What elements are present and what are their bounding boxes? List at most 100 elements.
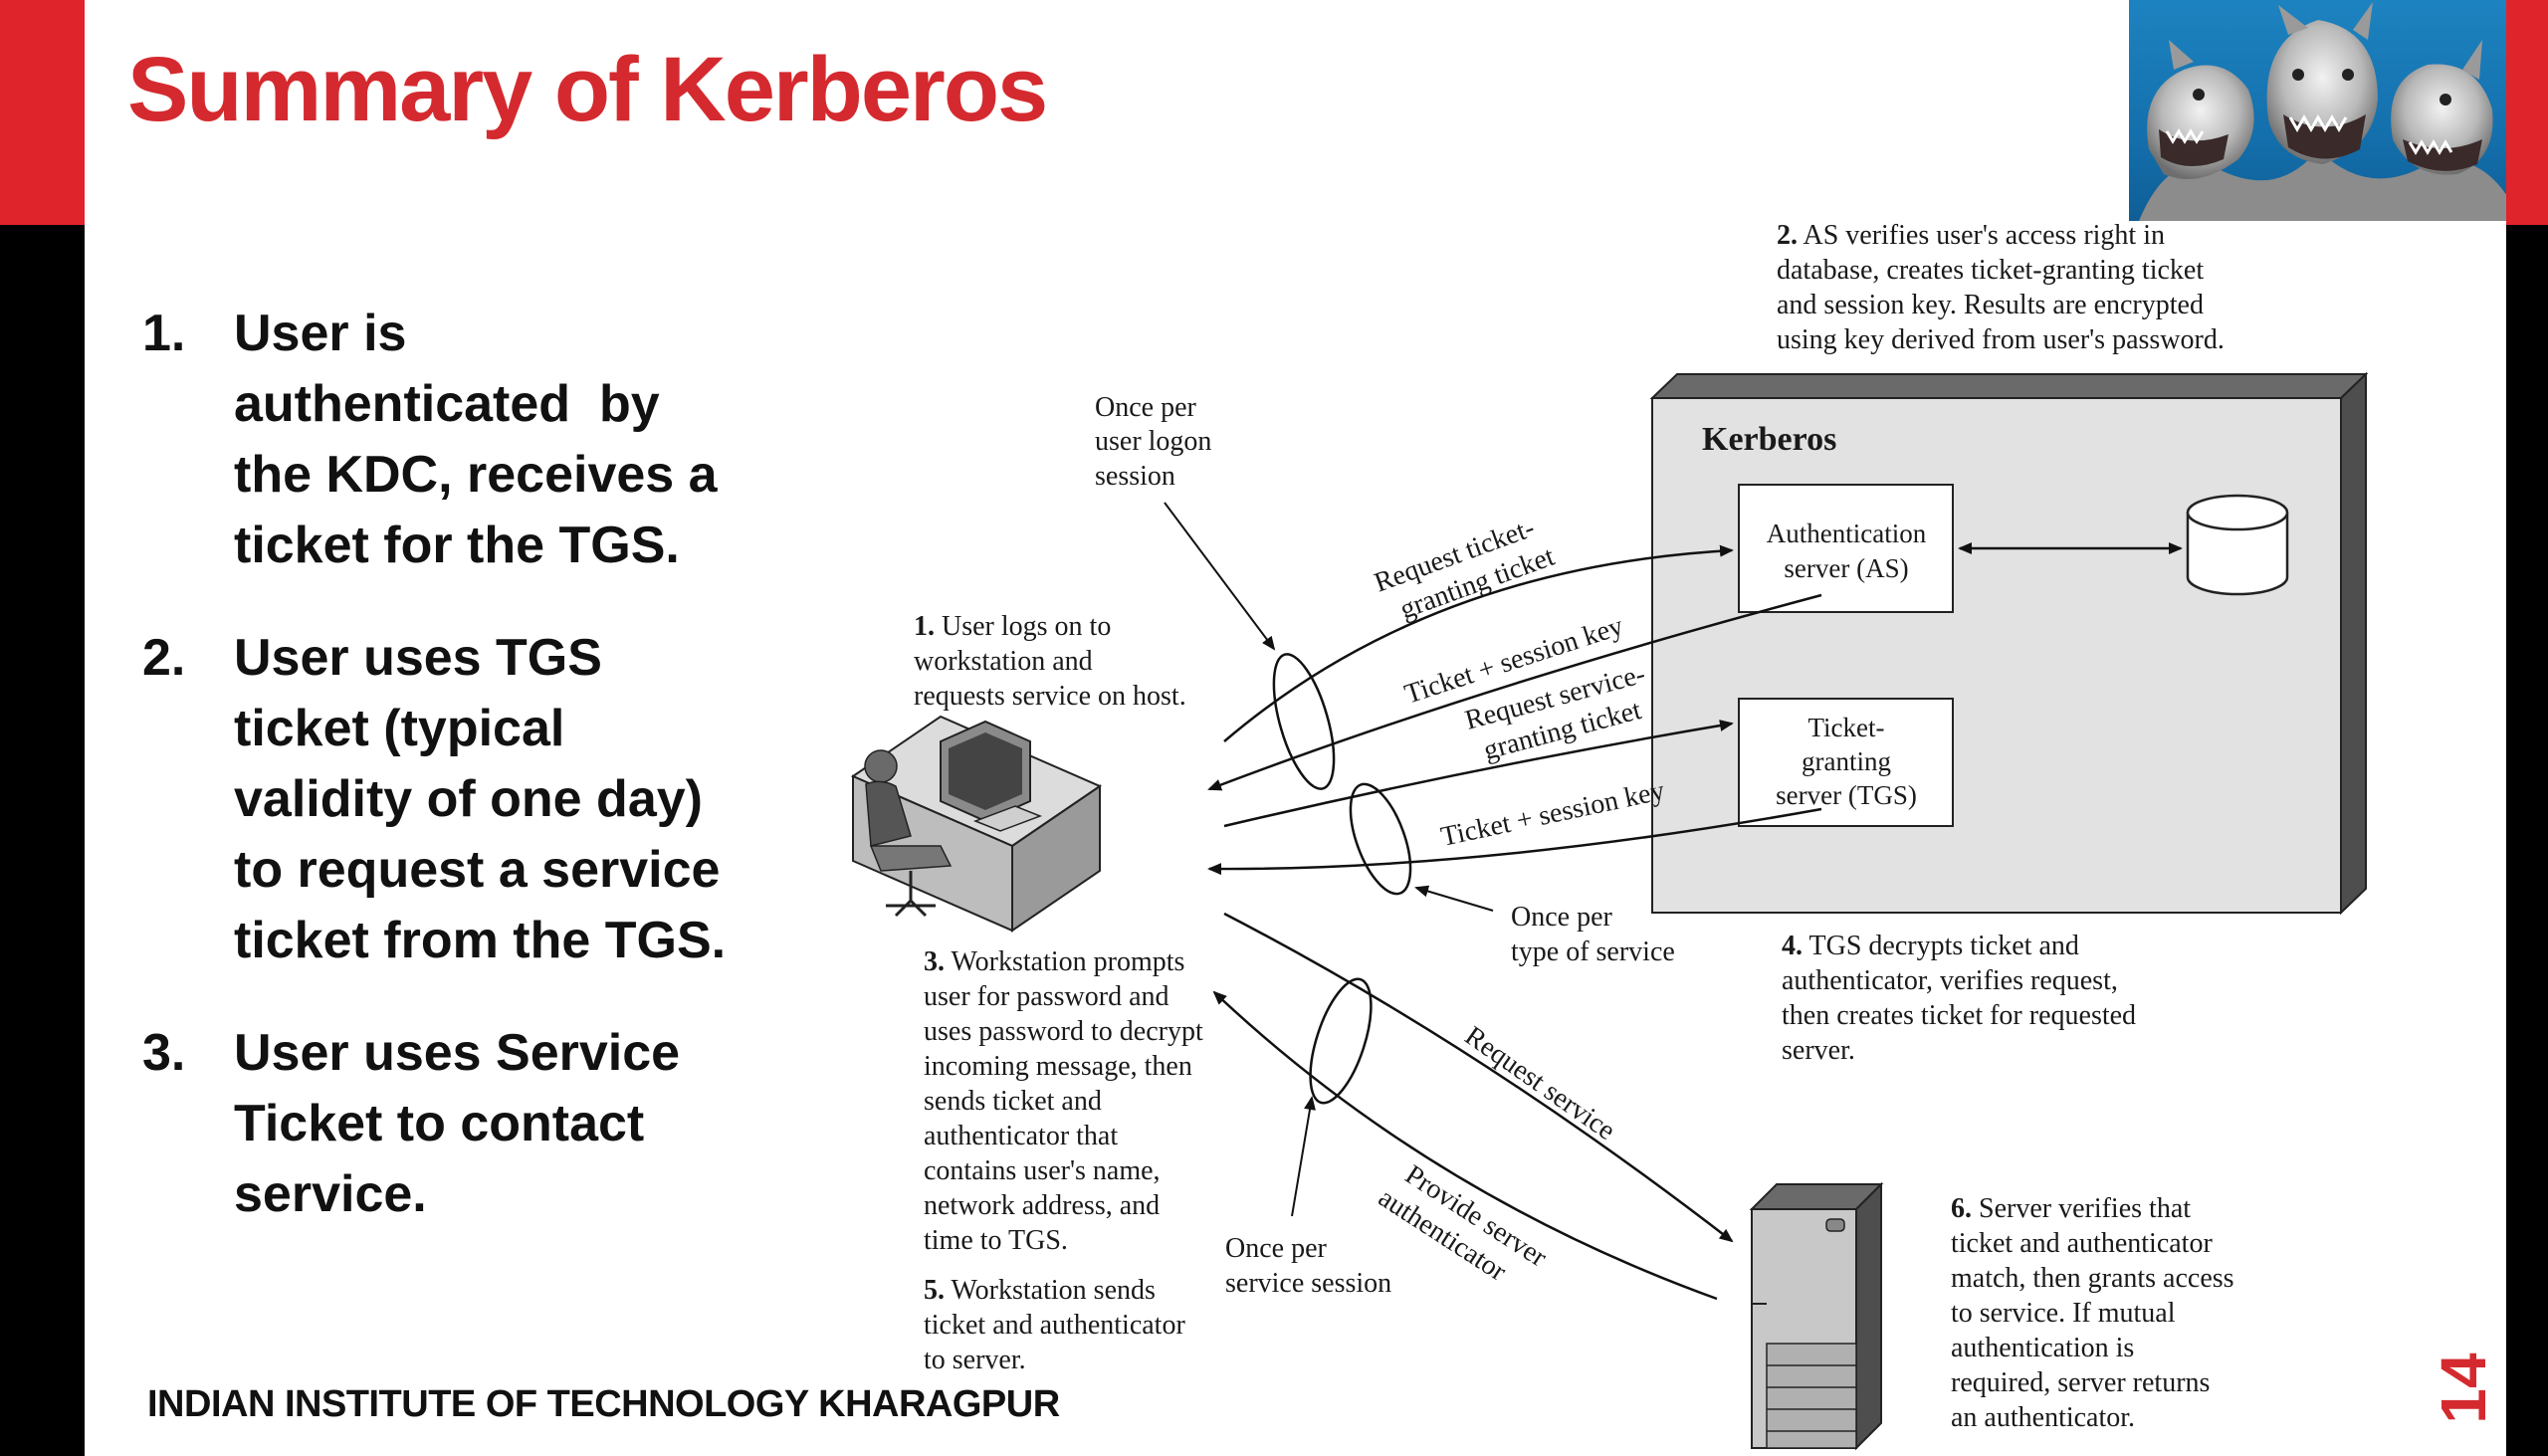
summary-line: User uses TGS (234, 629, 602, 687)
database-icon (2186, 494, 2289, 596)
step-line: authenticator that (924, 1121, 1118, 1151)
step-line: authentication is (1951, 1333, 2134, 1363)
kerberos-box: Kerberos (1649, 371, 2369, 916)
step-line: sends ticket and (924, 1086, 1102, 1117)
svg-text:3. Workstation prompts: 3. Workstation prompts (924, 946, 1184, 977)
arrow-request-sgt (1223, 720, 1734, 828)
loop-logon-session (1272, 653, 1336, 790)
summary-line: validity of one day) (234, 770, 703, 828)
step-line: AS verifies user's access right in (1803, 220, 2165, 251)
label-ticket-key-2: Ticket + session key (1438, 775, 1667, 853)
step-line: ticket and authenticator (924, 1310, 1185, 1341)
once-logon-line: session (1095, 461, 1175, 492)
pointer-logon (1164, 502, 1276, 651)
cerberus-illustration (2139, 2, 2506, 221)
cerberus-image (2129, 0, 2506, 221)
slide: Summary of Kerberos (85, 0, 2506, 1456)
svg-text:4. TGS decrypts ticket and: 4. TGS decrypts ticket and (1782, 931, 2079, 961)
ticket-granting-server: Ticket- granting server (TGS) (1738, 698, 1954, 827)
footer-institute: INDIAN INSTITUTE OF TECHNOLOGY KHARAGPUR (147, 1383, 1060, 1425)
step-line: network address, and (924, 1190, 1160, 1221)
once-service-line: Once per (1225, 1233, 1328, 1264)
tgs-label-line-1: Ticket- (1807, 713, 1884, 742)
summary-line: ticket (typical (234, 700, 565, 757)
summary-line: User uses Service (234, 1024, 681, 1082)
step-line: incoming message, then (924, 1051, 1192, 1082)
arrow-ticket-key-1 (1207, 593, 1822, 791)
step-line: database, creates ticket-granting ticket (1777, 255, 2204, 286)
step-line: user for password and (924, 981, 1169, 1012)
server-icon (1749, 1181, 1884, 1451)
summary-line: the KDC, receives a (234, 446, 718, 504)
step-number: 3. (924, 946, 945, 977)
step-line: match, then grants access (1951, 1263, 2234, 1294)
once-logon-line: user logon (1095, 426, 1211, 457)
step-1-caption: 1. User logs on to workstation and reque… (914, 611, 1186, 712)
step-line: contains user's name, (924, 1155, 1161, 1186)
summary-line: ticket from the TGS. (234, 912, 727, 969)
step-line: to service. If mutual (1951, 1298, 2176, 1329)
label-provide-authenticator: Provide server authenticator (1373, 1159, 1553, 1288)
summary-line: Ticket to contact (234, 1095, 645, 1152)
summary-item-2: 2. User uses TGS ticket (typical validit… (142, 623, 759, 976)
kerberos-label: Kerberos (1702, 421, 1836, 458)
summary-item-number: 3. (142, 1024, 186, 1082)
left-accent-bar (0, 0, 85, 225)
label-request-tgt: Request ticket- granting ticket (1371, 513, 1559, 626)
step-line: ticket and authenticator (1951, 1228, 2213, 1259)
arrow-ticket-key-2 (1207, 807, 1822, 876)
step-line: Workstation prompts (952, 946, 1185, 977)
step-line: then creates ticket for requested (1782, 1000, 2136, 1031)
label-once-service: Once per service session (1225, 1233, 1391, 1299)
step-line: time to TGS. (924, 1225, 1068, 1256)
step-line: Server verifies that (1979, 1193, 2191, 1224)
step-line: User logs on to (942, 611, 1111, 642)
step-3-caption: 3. Workstation prompts user for password… (924, 946, 1203, 1256)
step-number: 5. (924, 1275, 945, 1306)
step-number: 2. (1777, 220, 1798, 251)
step-5-caption: 5. Workstation sends ticket and authenti… (924, 1275, 1185, 1375)
once-service-line: service session (1225, 1268, 1391, 1299)
dog-head-center (2266, 2, 2378, 164)
step-number: 1. (914, 611, 935, 642)
label-once-logon: Once per user logon session (1095, 392, 1211, 492)
step-line: requests service on host. (914, 681, 1186, 712)
summary-item-1: 1. User is authenticated by the KDC, rec… (142, 299, 759, 581)
summary-line: to request a service (234, 841, 721, 899)
pointer-service (1291, 1096, 1316, 1217)
step-line: using key derived from user's password. (1777, 324, 2225, 355)
step-line: uses password to decrypt (924, 1016, 1203, 1047)
workstation-icon (850, 715, 1103, 933)
svg-text:1. User logs on to: 1. User logs on to (914, 611, 1111, 642)
tgs-label-line-2: granting (1802, 746, 1891, 776)
as-label-line-1: Authentication (1767, 519, 1927, 548)
page-number: 14 (2428, 1352, 2499, 1424)
step-line: workstation and (914, 646, 1093, 677)
step-line: to server. (924, 1345, 1026, 1375)
step-line: authenticator, verifies request, (1782, 965, 2118, 996)
once-type-line: type of service (1511, 936, 1675, 967)
arrow-request-service (1223, 912, 1734, 1243)
loop-service-type (1349, 782, 1412, 896)
arrow-provide-authenticator (1212, 990, 1718, 1301)
loop-service-session (1309, 977, 1373, 1105)
summary-item-number: 2. (142, 629, 186, 687)
summary-list: 1. User is authenticated by the KDC, rec… (142, 299, 759, 1272)
tgs-label-line-3: server (TGS) (1776, 780, 1917, 810)
label-request-service: Request service (1459, 1020, 1620, 1146)
step-number: 4. (1782, 931, 1803, 961)
authentication-server: Authentication server (AS) (1738, 484, 1954, 613)
arrow-request-tgt (1223, 544, 1734, 742)
right-accent-bar (2506, 0, 2548, 225)
step-line: and session key. Results are encrypted (1777, 290, 2204, 320)
step-number: 6. (1951, 1193, 1972, 1224)
step-line: server. (1782, 1035, 1855, 1066)
summary-line: authenticated by (234, 375, 660, 433)
step-line: an authenticator. (1951, 1402, 2135, 1433)
dog-head-left (2147, 40, 2254, 179)
summary-line: service. (234, 1165, 427, 1223)
summary-item-3: 3. User uses Service Ticket to contact s… (142, 1018, 759, 1230)
summary-line: ticket for the TGS. (234, 517, 680, 574)
svg-text:2. AS verifies user's access r: 2. AS verifies user's access right in (1777, 220, 2165, 251)
step-6-caption: 6. Server verifies that ticket and authe… (1951, 1193, 2234, 1433)
